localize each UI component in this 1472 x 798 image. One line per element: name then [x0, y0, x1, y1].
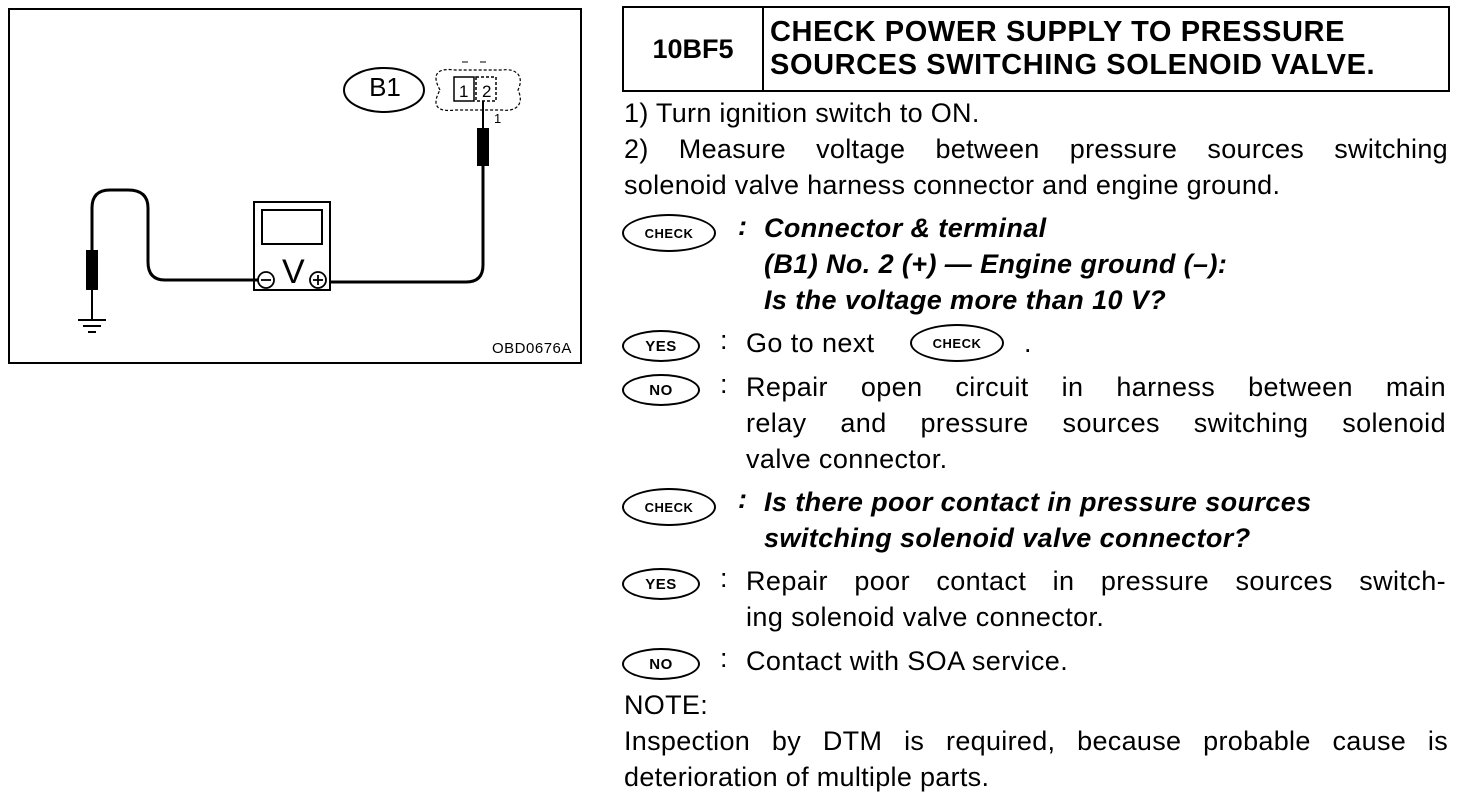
check-2-line-2: switching solenoid valve connector?: [764, 523, 1251, 553]
figure-code: OBD0676A: [492, 340, 572, 357]
check-2-line-1: Is there poor contact in pressure source…: [764, 487, 1312, 517]
check-badge-icon-2: CHECK: [622, 488, 716, 526]
connector-label-oval: [343, 67, 425, 113]
pin-number-2: 2: [482, 82, 492, 101]
yes-badge-icon: YES: [622, 330, 700, 362]
probe-tip-negative: [86, 250, 98, 290]
no-badge-icon: NO: [622, 374, 700, 406]
note-label: NOTE:: [624, 690, 709, 720]
yes-badge-icon-2: YES: [622, 568, 700, 600]
note-line-2: deterioration of multiple parts.: [624, 762, 990, 792]
check-badge-icon: CHECK: [622, 214, 716, 252]
no-1-line-3: valve connector.: [746, 444, 948, 474]
yes-1-text: Go to next: [746, 325, 875, 361]
procedure-step-2-line-2: solenoid valve harness connector and eng…: [624, 170, 1281, 200]
step-title-line-1: CHECK POWER SUPPLY TO PRESSURE: [770, 16, 1346, 48]
yes-2-line-1: Repair poor contact in pressure sources …: [746, 566, 1446, 596]
connector-label: B1: [369, 72, 401, 102]
step-title-line-2: SOURCES SWITCHING SOLENOID VALVE.: [770, 49, 1376, 81]
no-colon: :: [720, 369, 728, 399]
check-colon-2: :: [738, 484, 747, 514]
procedure-step-2-line-1: 2) Measure voltage between pressure sour…: [624, 134, 1448, 164]
voltmeter-symbol: V: [282, 253, 305, 291]
check-1-line-3: Is the voltage more than 10 V?: [764, 285, 1167, 315]
voltmeter-display: [261, 209, 323, 245]
wire-mark: 1: [494, 111, 502, 126]
wiring-diagram-figure: B1 1 2 1 V OBD0676A: [8, 8, 582, 364]
no-1-line-1: Repair open circuit in harness between m…: [746, 372, 1446, 402]
connector-housing: [435, 68, 521, 112]
procedure-step-1: 1) Turn ignition switch to ON.: [624, 98, 980, 128]
probe-wire-negative: [90, 188, 258, 282]
note-line-1: Inspection by DTM is required, because p…: [624, 726, 1448, 756]
probe-tip-positive: [477, 128, 489, 166]
check-badge-inline-icon: CHECK: [910, 324, 1004, 362]
no-1-line-2: relay and pressure sources switching sol…: [746, 408, 1446, 438]
check-colon: :: [738, 211, 747, 241]
pin-box-1: [453, 76, 475, 102]
no-colon-2: :: [720, 643, 728, 673]
pin-number-1: 1: [459, 82, 469, 101]
probe-wire-positive: [326, 166, 485, 284]
wiring-diagram-drawing: [78, 61, 521, 333]
yes-1-text-before: Go to next: [746, 328, 875, 358]
no-2-line-1: Contact with SOA service.: [746, 646, 1069, 676]
yes-2-line-2: ing solenoid valve connector.: [746, 602, 1105, 632]
check-1-line-2: (B1) No. 2 (+) — Engine ground (–):: [764, 249, 1228, 279]
step-code: 10BF5: [624, 8, 764, 90]
pin-box-2: [475, 76, 497, 102]
no-badge-icon-2: NO: [622, 648, 700, 680]
positive-terminal: [309, 271, 327, 289]
check-1-line-1: Connector & terminal: [764, 213, 1047, 243]
yes-colon: :: [720, 325, 728, 355]
yes-1-text-after: .: [1024, 328, 1032, 358]
yes-colon-2: :: [720, 563, 728, 593]
